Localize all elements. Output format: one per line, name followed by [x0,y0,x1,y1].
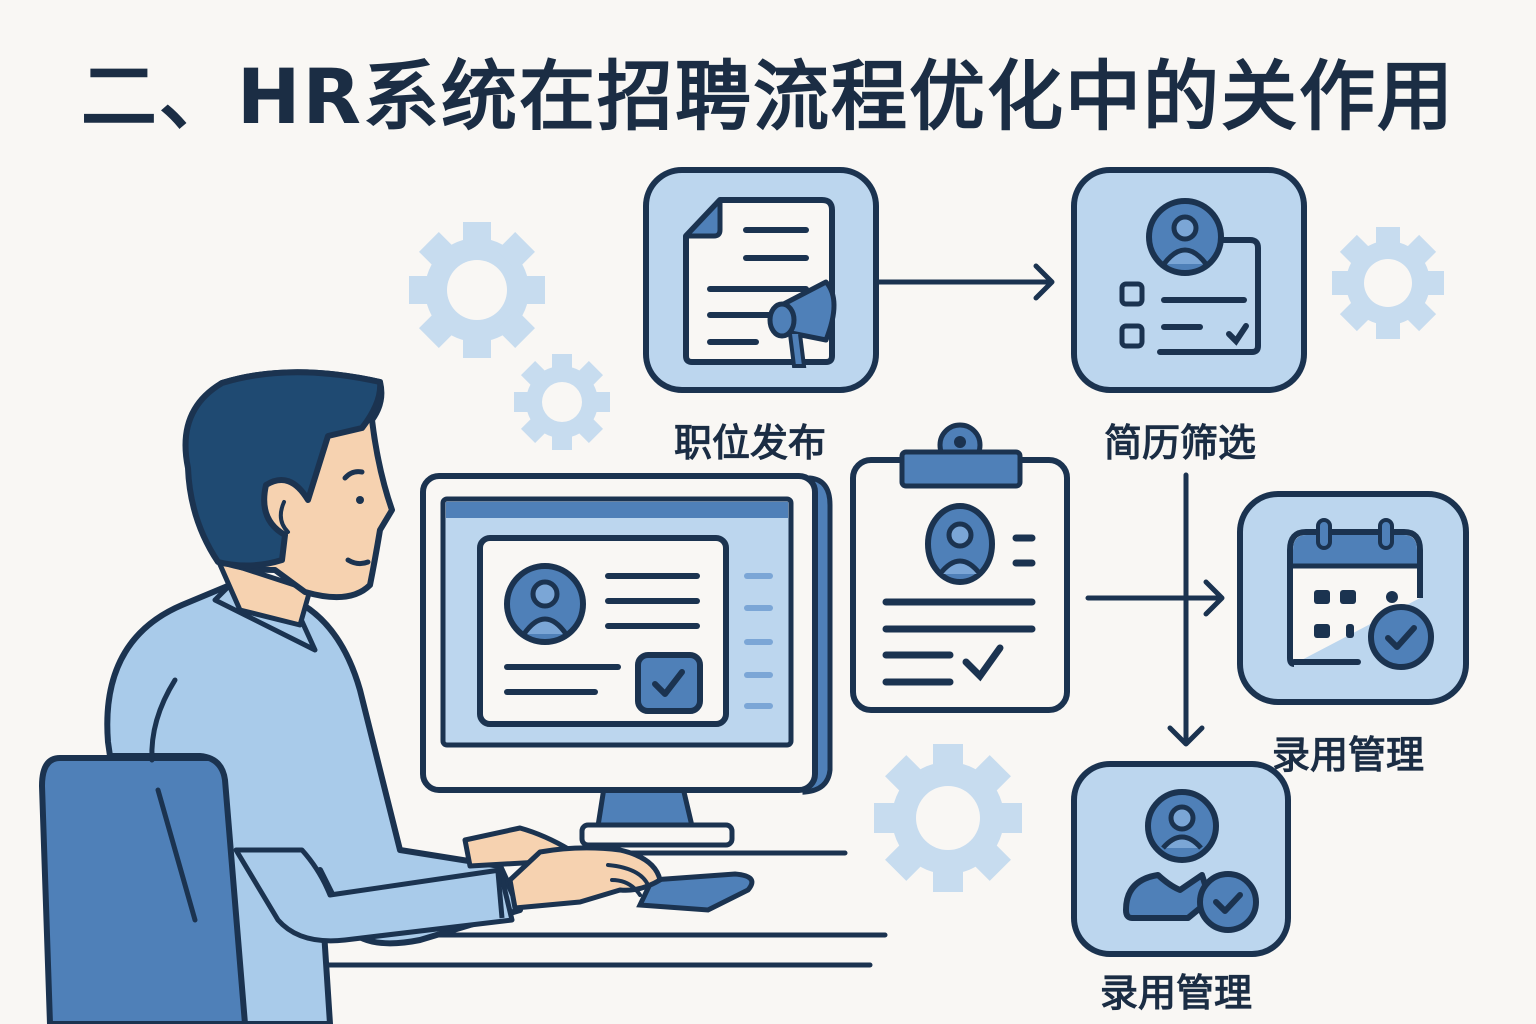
clipboard-resume-icon [850,422,1070,713]
resume-screening-card[interactable] [1071,167,1307,393]
gear-icon [874,744,1022,892]
resume-profile-icon [1119,198,1261,355]
gear-icon [409,222,545,358]
user-check-icon [1123,789,1259,933]
calendar-check-icon [1287,518,1434,670]
step-label-offer-management: 录用管理 [1100,971,1253,1015]
gear-icon [1332,227,1444,339]
flow-arrows [875,263,1225,747]
page-title: 二、HR系统在招聘流程优化中的关作用 [80,52,1456,141]
person-at-computer-illustration [38,369,888,1024]
step-label-resume-screening: 简历筛选 [1104,421,1257,465]
step-label-interview-scheduling: 录用管理 [1272,733,1425,777]
document-megaphone-icon [683,197,837,368]
gear-icon [514,354,610,450]
screen-profile-card [477,535,729,727]
offer-management-card[interactable] [1071,761,1291,957]
job-posting-card[interactable] [643,167,879,393]
interview-scheduling-card[interactable] [1237,491,1469,705]
step-label-job-posting: 职位发布 [674,421,827,465]
